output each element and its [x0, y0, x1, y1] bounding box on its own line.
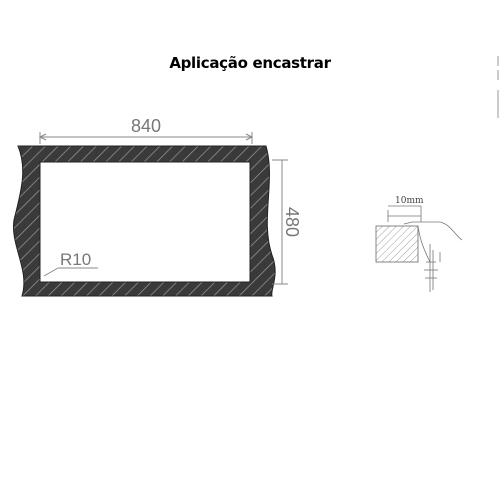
radius-label: R10	[60, 250, 91, 269]
gap-label: 10mm	[395, 196, 424, 206]
height-dimension	[272, 159, 288, 285]
height-label: 480	[282, 207, 302, 237]
radius-leader	[43, 267, 98, 277]
page-title: Aplicação encastrar	[169, 54, 331, 72]
mounting-detail: 10mm	[375, 196, 463, 292]
sink-frame	[12, 145, 276, 297]
width-dimension	[38, 132, 254, 144]
width-label: 840	[131, 116, 161, 136]
